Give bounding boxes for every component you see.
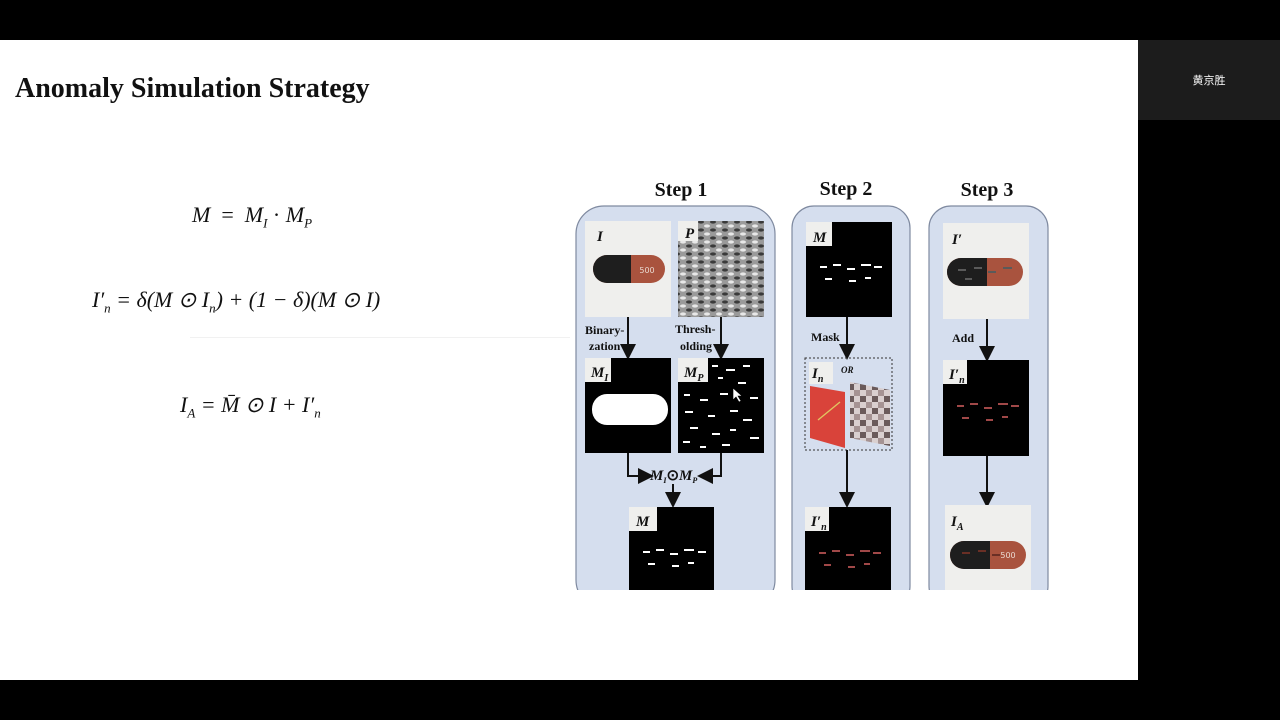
label-i-prime: I′	[951, 232, 962, 248]
label-mi: MI	[590, 365, 609, 384]
image-anomaly-texture-step2	[805, 507, 891, 590]
divider	[190, 337, 570, 338]
label-bg	[678, 221, 698, 241]
diagram-svg: Step 1 Step 2 Step 3 500 I P	[575, 178, 1049, 590]
arrow-merge-left	[627, 453, 654, 484]
label-ia: IA	[950, 514, 964, 533]
label-mi-mp-product: MI⊙MP	[649, 468, 697, 485]
label-or: OR	[841, 365, 854, 375]
label-binarization-1: Binary-	[585, 323, 624, 337]
label-in: In	[811, 366, 824, 385]
anomaly-source-box	[804, 357, 893, 451]
image-capsule-original: 500	[585, 221, 671, 317]
equation-anomaly-image: IA = M̄ ⊙ I + I′n	[180, 392, 321, 421]
label-in-prime-step2: I′n	[810, 514, 827, 533]
label-i: I	[596, 229, 604, 245]
equation-anomaly-texture: I′n = δ(M ⊙ In) + (1 − δ)(M ⊙ I)	[92, 287, 381, 316]
label-mp: MP	[683, 365, 704, 384]
equation-mask: M = MI · MP	[192, 202, 313, 231]
label-in-prime-step3: I′n	[948, 367, 965, 386]
pill-print-ia: 500	[1000, 551, 1015, 560]
image-mask-mi	[585, 358, 671, 453]
label-thresholding-2: olding	[680, 339, 712, 353]
image-capsule-prime	[943, 223, 1029, 319]
participant-tile[interactable]: 黄京胜	[1138, 40, 1280, 120]
top-black-bar	[0, 0, 1280, 40]
bottom-black-bar	[0, 680, 1280, 720]
image-texture-checker	[850, 382, 890, 446]
pill-print: 500	[639, 266, 654, 275]
image-mask-m	[629, 507, 714, 590]
mouse-cursor-icon	[732, 387, 743, 403]
label-m-step1: M	[635, 514, 650, 530]
label-m-step2: M	[812, 230, 827, 246]
image-anomaly-texture-step3	[943, 360, 1029, 456]
label-add: Add	[952, 331, 974, 345]
label-p: P	[685, 226, 695, 242]
slide-title: Anomaly Simulation Strategy	[15, 73, 370, 104]
participant-name: 黄京胜	[1192, 74, 1226, 87]
image-texture-red	[809, 362, 845, 448]
image-mask-m-step2	[806, 222, 892, 317]
step-1-title: Step 1	[655, 179, 708, 201]
image-mask-mp	[678, 358, 764, 453]
arrow-merge-right	[697, 453, 722, 484]
label-thresholding-1: Thresh-	[675, 322, 715, 336]
label-mask: Mask	[811, 330, 840, 344]
image-capsule-anomaly: 500	[945, 505, 1031, 590]
label-binarization-2: zation	[589, 339, 621, 353]
presentation-slide: Anomaly Simulation Strategy M = MI · MP …	[0, 40, 1138, 680]
step-2-title: Step 2	[820, 178, 873, 200]
anomaly-simulation-diagram: Step 1 Step 2 Step 3 500 I P	[560, 120, 1070, 590]
step-3-title: Step 3	[961, 179, 1014, 201]
